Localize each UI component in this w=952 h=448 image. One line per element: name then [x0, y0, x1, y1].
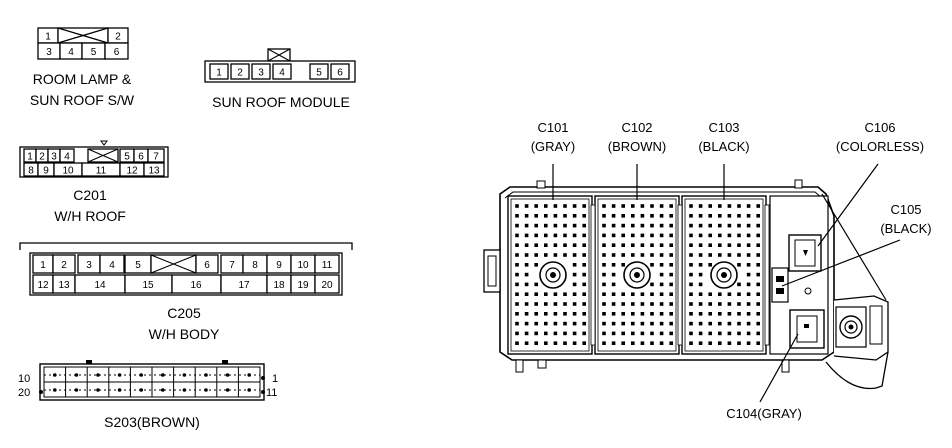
- pin-label: 7: [153, 152, 159, 163]
- s203-splice: [39, 360, 265, 401]
- c205-connector: 1 2 3 4 5 6 7 8 9 10 11 12 13 14 15 16 1…: [19, 242, 353, 296]
- pin-label: 4: [279, 68, 285, 79]
- pin-label: 7: [229, 260, 235, 271]
- sun-roof-module-title: SUN ROOF MODULE: [212, 94, 350, 110]
- pin-label: 5: [91, 47, 97, 58]
- leader-lines: [552, 163, 901, 403]
- c201-desc: W/H ROOF: [54, 208, 126, 224]
- c106-name: C106: [864, 120, 895, 135]
- pin-label: 5: [124, 152, 130, 163]
- pin-label: 19: [297, 280, 309, 291]
- pin-label: 5: [316, 68, 322, 79]
- room-lamp-title-2: SUN ROOF S/W: [30, 92, 135, 108]
- c205-desc: W/H BODY: [149, 326, 220, 342]
- c102-name: C102: [621, 120, 652, 135]
- pin-label: 9: [43, 166, 49, 177]
- c103-name: C103: [708, 120, 739, 135]
- pin-label: 6: [114, 47, 120, 58]
- pin-label: 1: [40, 260, 46, 271]
- pin-label: 9: [276, 260, 282, 271]
- s203-left-top: 10: [18, 373, 30, 385]
- pin-label: 15: [142, 280, 154, 291]
- c205-name: C205: [167, 305, 201, 321]
- c105-color: (BLACK): [880, 221, 931, 236]
- c101-name: C101: [537, 120, 568, 135]
- pin-label: 12: [126, 166, 138, 177]
- pin-label: 1: [27, 152, 33, 163]
- room-lamp-connector: 1 2 3 4 5 6: [37, 27, 129, 60]
- pin-label: 4: [64, 152, 70, 163]
- pin-label: 10: [62, 166, 74, 177]
- pin-label: 10: [297, 260, 309, 271]
- pin-label: 12: [37, 280, 49, 291]
- pin-label: 6: [138, 152, 144, 163]
- s203-name: S203(BROWN): [104, 414, 200, 430]
- pin-label: 2: [39, 152, 45, 163]
- room-lamp-title: ROOM LAMP &: [33, 71, 132, 87]
- pin-label: 2: [61, 260, 67, 271]
- pin-label: 13: [148, 166, 160, 177]
- pin-label: 20: [321, 280, 333, 291]
- pin-label: 2: [237, 68, 243, 79]
- pin-label: 13: [58, 280, 70, 291]
- pin-label: 3: [46, 47, 52, 58]
- c103-color: (BLACK): [698, 139, 749, 154]
- pin-label: 6: [204, 260, 210, 271]
- pin-label: 3: [258, 68, 264, 79]
- pin-label: 3: [86, 260, 92, 271]
- pin-label: 11: [96, 166, 107, 177]
- pin-label: 4: [109, 260, 115, 271]
- pin-label: 8: [252, 260, 258, 271]
- pin-label: 3: [51, 152, 57, 163]
- junction-box: [483, 179, 889, 390]
- s203-right-bottom: 11: [266, 387, 277, 399]
- s203-left-bottom: 20: [18, 387, 30, 399]
- pin-label: 8: [28, 166, 34, 177]
- pin-label: 6: [337, 68, 343, 79]
- pin-label: 18: [273, 280, 285, 291]
- pin-label: 2: [115, 32, 121, 43]
- pin-label: 5: [135, 260, 141, 271]
- pin-label: 1: [45, 32, 51, 43]
- c102-color: (BROWN): [608, 139, 667, 154]
- c101-color: (GRAY): [531, 139, 576, 154]
- s203-right-top: 1: [272, 373, 278, 385]
- pin-label: 4: [68, 47, 74, 58]
- pin-label: 11: [322, 260, 333, 271]
- pin-label: 14: [94, 280, 106, 291]
- c106-color: (COLORLESS): [836, 139, 924, 154]
- c104-name: C104(GRAY): [726, 406, 802, 421]
- c105-name: C105: [890, 202, 921, 217]
- pin-label: 17: [238, 280, 250, 291]
- pin-label: 1: [216, 68, 222, 79]
- sun-roof-module-connector: 1 2 3 4 5 6: [204, 48, 356, 83]
- pin-label: 16: [190, 280, 202, 291]
- c201-name: C201: [73, 187, 107, 203]
- c201-connector: 1 2 3 4 5 6 7 8 9 10 11 12 13: [19, 140, 169, 178]
